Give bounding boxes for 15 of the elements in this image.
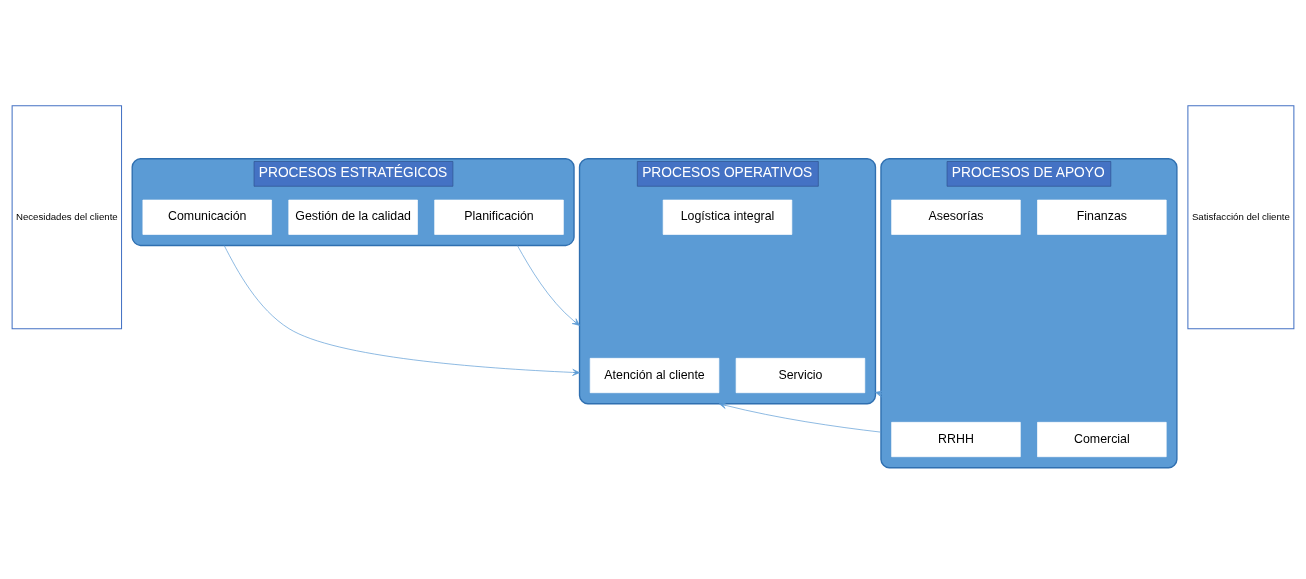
arrow xyxy=(718,402,882,433)
node-box: Asesorías xyxy=(891,199,1021,235)
node-box: Servicio xyxy=(735,357,866,394)
arrow xyxy=(517,245,580,326)
node-box: Gestión de la calidad xyxy=(288,199,418,235)
arrow xyxy=(223,245,580,376)
node-box: Comercial xyxy=(1037,421,1167,458)
node-box: Planificación xyxy=(434,199,564,235)
node-box: Finanzas xyxy=(1037,199,1167,235)
node-box: Necesidades del cliente xyxy=(11,105,123,330)
node-box: Atención al cliente xyxy=(589,357,720,394)
node-box: Logística integral xyxy=(662,199,793,235)
node-box: RRHH xyxy=(891,421,1021,458)
node-box: Satisfacción del cliente xyxy=(1187,105,1295,330)
node-box: Comunicación xyxy=(142,199,272,235)
